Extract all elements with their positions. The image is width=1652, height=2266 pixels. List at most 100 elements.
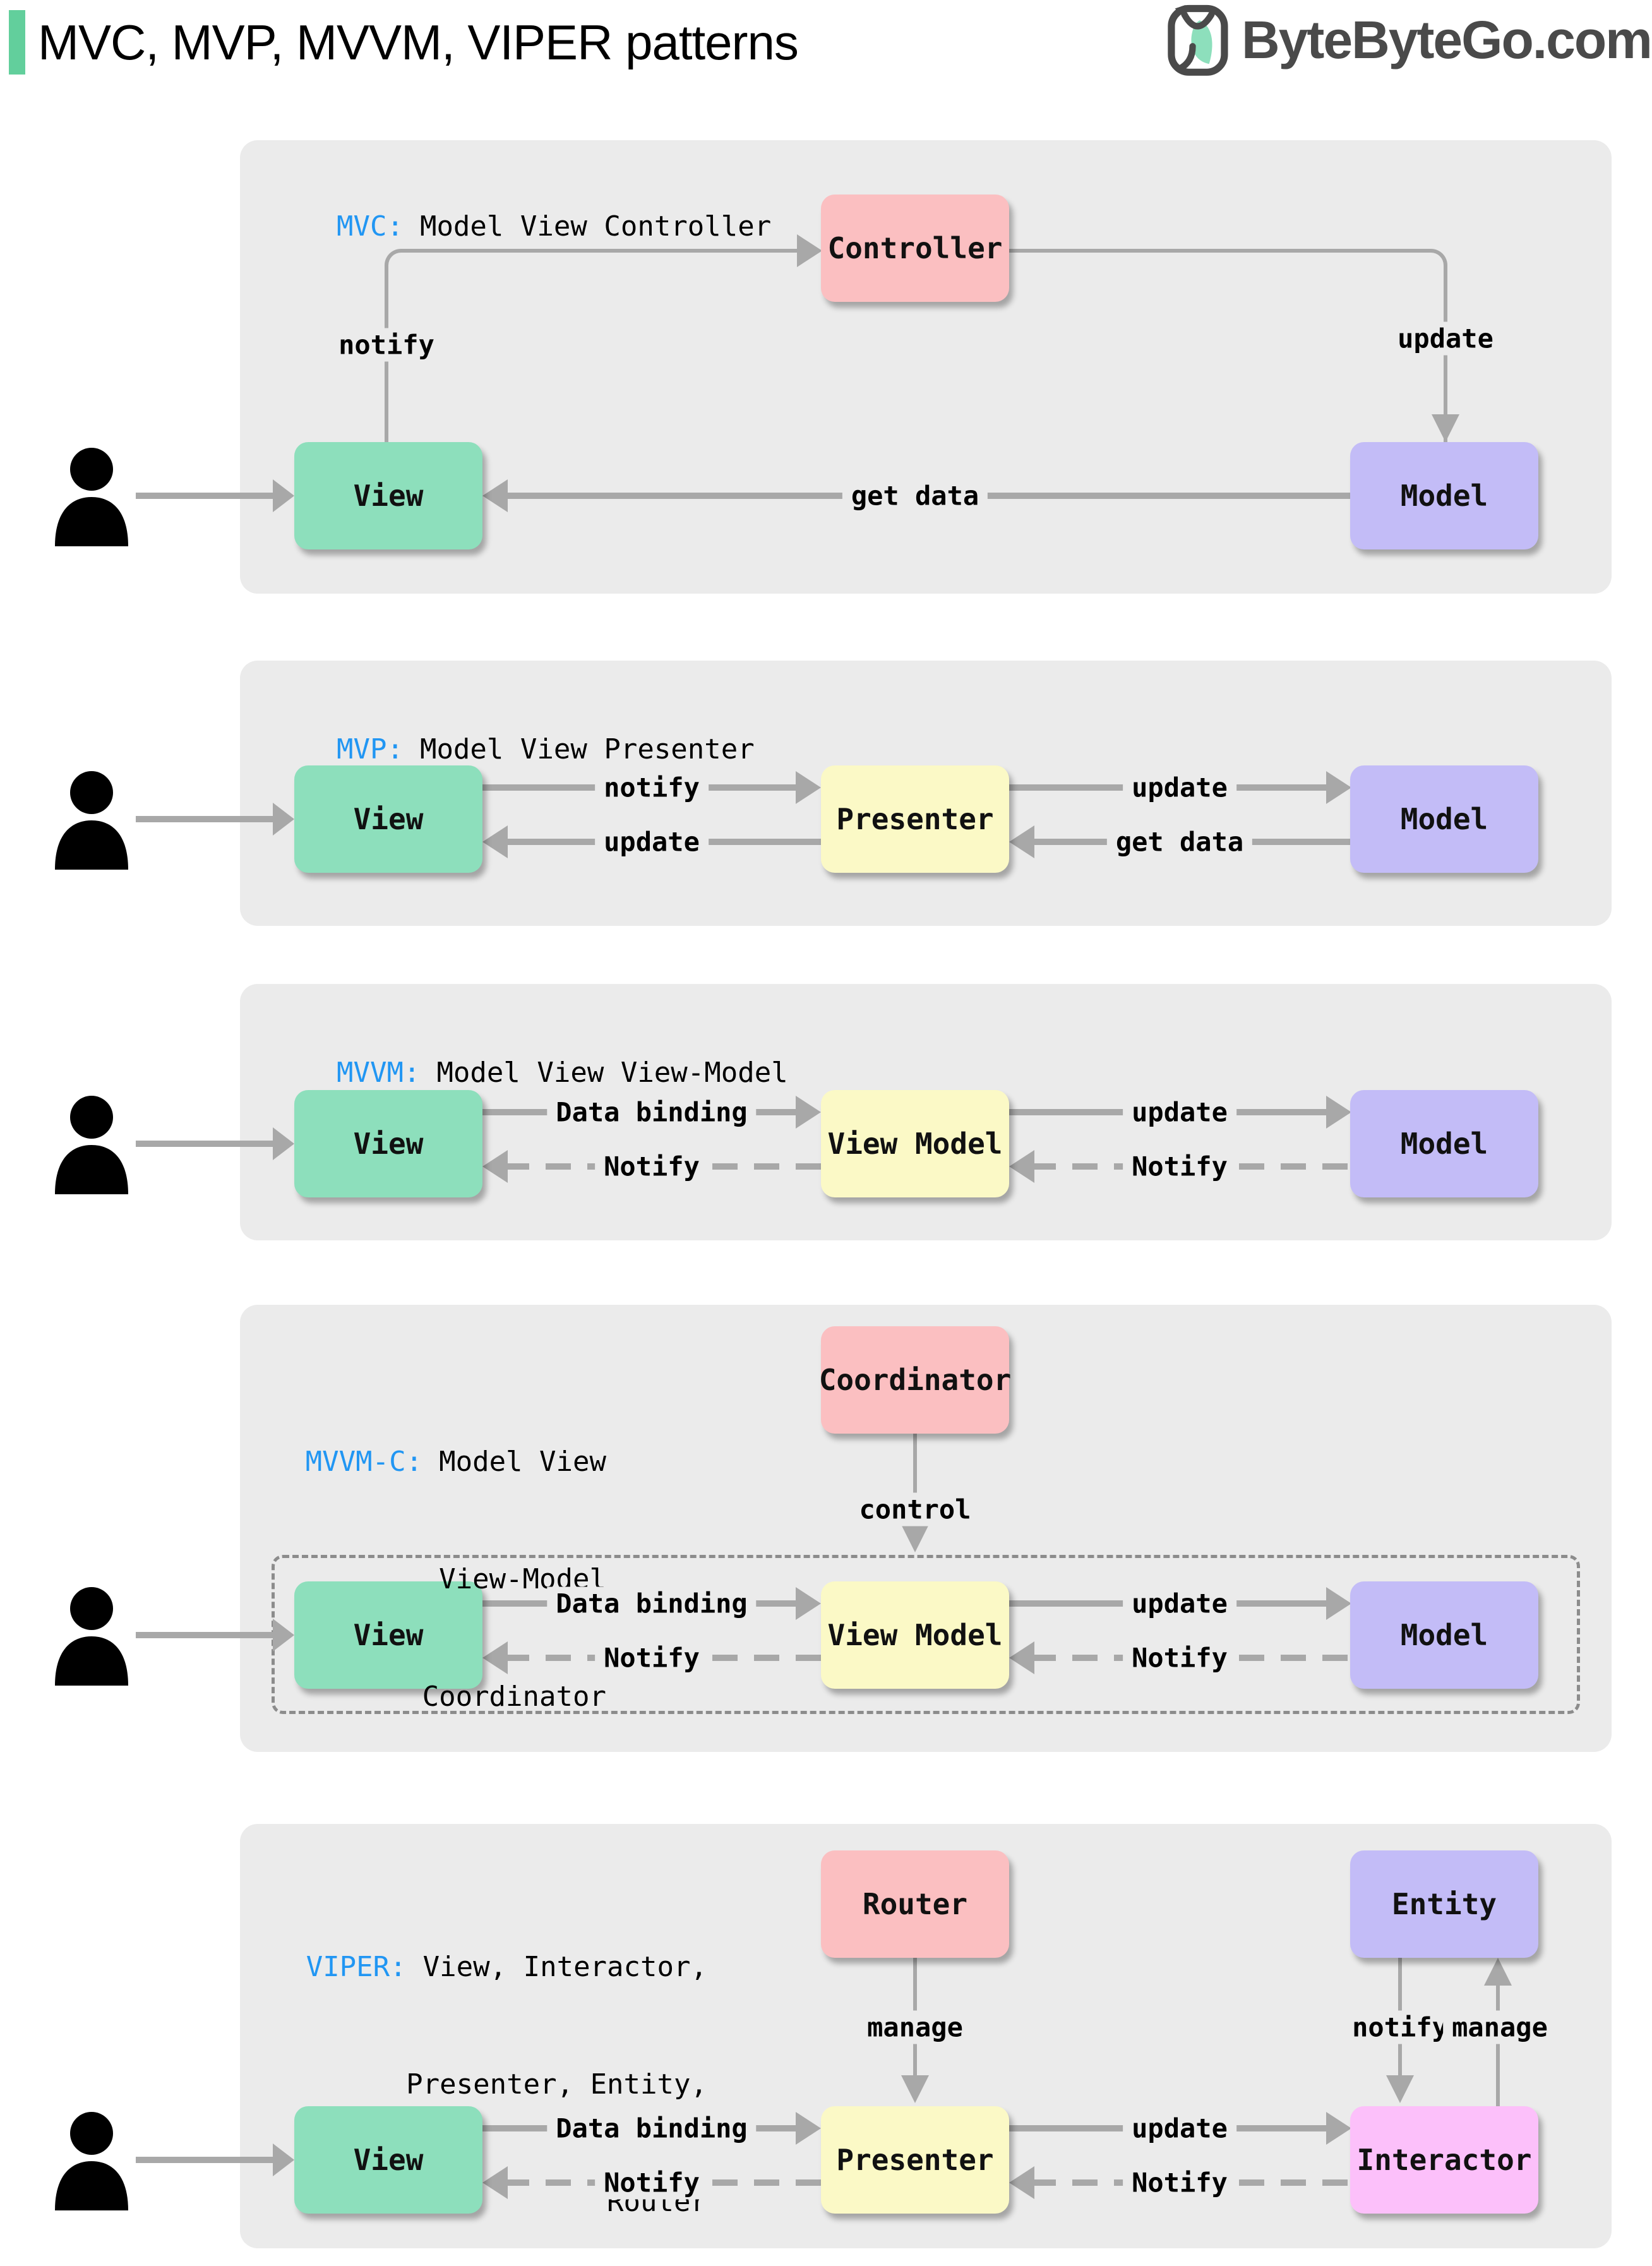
title-accent-bar (9, 10, 25, 75)
mvvmc-keyword: MVVM-C: (305, 1446, 423, 1478)
mvc-update-arrowhead (1432, 414, 1459, 442)
viper-databinding-arrowhead (796, 2112, 821, 2145)
mvc-keyword: MVC: (336, 210, 404, 243)
viper-notify-presenter-arrowhead (1009, 2166, 1034, 2199)
mvvm-keyword: MVVM: (336, 1057, 421, 1089)
box-mvc-model: Model (1350, 442, 1538, 549)
mvp-update-view-arrowhead (482, 825, 508, 858)
mvp-update-model-arrowhead (1326, 771, 1351, 804)
viper-notify-entity-label: notify (1343, 2010, 1457, 2044)
box-router: Router (821, 1850, 1009, 1958)
mvp-user-arrowhead (273, 803, 294, 836)
mvp-header: MVP: Model View Presenter (303, 691, 755, 769)
box-entity: Entity (1350, 1850, 1538, 1958)
page-title: MVC, MVP, MVVM, VIPER patterns (38, 15, 799, 70)
viper-header-line1: View, Interactor, (422, 1951, 707, 1983)
box-viper-view: View (294, 2106, 482, 2214)
viper-manage-entity-label: manage (1443, 2010, 1557, 2044)
mvvmc-header-line3: Coordinator (422, 1681, 606, 1713)
box-viper-presenter: Presenter (821, 2106, 1009, 2214)
viper-header-line2: Presenter, Entity, (406, 2068, 707, 2101)
mvvm-notify-model-arrowhead (1009, 1150, 1034, 1183)
mvvmc-user-arrowhead (273, 1619, 294, 1652)
mvvmc-notify-model-label: Notify (1123, 1641, 1236, 1675)
mvp-getdata-label: get data (1106, 825, 1253, 859)
bytebytego-logo-icon (1168, 4, 1228, 76)
bytebytego-logo-text: ByteByteGo.com (1242, 9, 1652, 69)
mvvm-notify-model-label: Notify (1123, 1149, 1236, 1184)
viper-user-arrowhead (273, 2143, 294, 2176)
mvvm-update-arrowhead (1326, 1096, 1351, 1129)
viper-notify-view-arrowhead (482, 2166, 508, 2199)
mvvmc-notify-view-label: Notify (595, 1641, 709, 1675)
mvc-user-arrow-line (136, 493, 273, 499)
box-mvc-view: View (294, 442, 482, 549)
viper-notify-entity-arrowhead (1386, 2075, 1414, 2103)
box-mvp-model: Model (1350, 765, 1538, 873)
mvvmc-update-label: update (1123, 1586, 1236, 1621)
mvc-notify-arrowhead (797, 234, 822, 267)
box-mvvm-view: View (294, 1090, 482, 1197)
mvp-getdata-arrowhead (1009, 825, 1034, 858)
mvvmc-control-arrowhead (901, 1525, 929, 1552)
mvvmc-notify-view-arrowhead (482, 1641, 508, 1674)
mvvmc-databinding-arrowhead (796, 1587, 821, 1620)
viper-update-label: update (1123, 2111, 1236, 2145)
box-viper-interactor: Interactor (1350, 2106, 1538, 2214)
box-mvp-presenter: Presenter (821, 765, 1009, 873)
viper-update-arrowhead (1326, 2112, 1351, 2145)
mvc-user-arrowhead (273, 479, 294, 512)
viper-header: VIPER: View, Interactor, Presenter, Entit… (303, 1869, 707, 2261)
mvvmc-user-arrow-line (136, 1632, 273, 1638)
viper-manage-router-arrowhead (901, 2075, 929, 2103)
mvvm-notify-view-label: Notify (595, 1149, 709, 1184)
mvp-notify-arrowhead (796, 771, 821, 804)
mvp-update-view-label: update (595, 825, 709, 859)
mvvm-header: MVVM: Model View View-Model (303, 1014, 788, 1093)
bytebytego-logo: ByteByteGo.com (1162, 3, 1652, 77)
user-icon (55, 771, 128, 870)
mvc-getdata-label: get data (842, 479, 988, 513)
mvvmc-update-arrowhead (1326, 1587, 1351, 1620)
mvvm-user-arrow-line (136, 1141, 273, 1147)
mvvm-databinding-arrowhead (796, 1096, 821, 1129)
box-coordinator: Coordinator (819, 1326, 1011, 1434)
mvc-header: MVC:Model View Controller (303, 168, 771, 246)
box-controller: Controller (821, 195, 1009, 302)
viper-manage-entity-arrowhead (1484, 1958, 1512, 1986)
mvp-header-title: Model View Presenter (419, 733, 755, 765)
mvvm-user-arrowhead (273, 1127, 294, 1160)
mvc-update-connector (1009, 249, 1447, 442)
mvvm-databinding-label: Data binding (547, 1095, 757, 1129)
viper-manage-entity-line (1496, 1983, 1500, 2106)
mvp-notify-label: notify (595, 770, 709, 805)
mvvmc-databinding-label: Data binding (547, 1586, 757, 1621)
viper-manage-router-label: manage (858, 2010, 972, 2044)
mvc-notify-connector (385, 249, 797, 442)
user-icon (55, 2112, 128, 2210)
mvc-update-label: update (1389, 321, 1502, 356)
mvvmc-header: MVVM-C:Model View View-Model Coordinator (303, 1364, 606, 1756)
mvvm-update-label: update (1123, 1095, 1236, 1129)
box-mvvm-model: Model (1350, 1090, 1538, 1197)
viper-notify-presenter-label: Notify (1123, 2166, 1236, 2200)
user-icon (55, 1587, 128, 1686)
box-mvp-view: View (294, 765, 482, 873)
mvvmc-notify-model-arrowhead (1009, 1641, 1034, 1674)
mvvmc-header-line1: Model View (439, 1446, 606, 1478)
box-mvvmc-view: View (294, 1581, 482, 1689)
mvp-keyword: MVP: (336, 733, 404, 765)
mvp-update-model-label: update (1123, 770, 1236, 805)
box-mvvmc-model: Model (1350, 1581, 1538, 1689)
viper-databinding-label: Data binding (547, 2111, 757, 2145)
mvc-getdata-arrowhead (482, 479, 508, 512)
mvvmc-control-label: control (850, 1492, 980, 1526)
mvc-notify-label: notify (330, 328, 443, 362)
mvvm-notify-view-arrowhead (482, 1150, 508, 1183)
user-icon (55, 448, 128, 546)
mvvm-header-title: Model View View-Model (436, 1057, 788, 1089)
mvp-user-arrow-line (136, 816, 273, 822)
viper-user-arrow-line (136, 2157, 273, 2163)
viper-keyword: VIPER: (306, 1951, 407, 1983)
mvvmc-control-line (913, 1434, 917, 1528)
